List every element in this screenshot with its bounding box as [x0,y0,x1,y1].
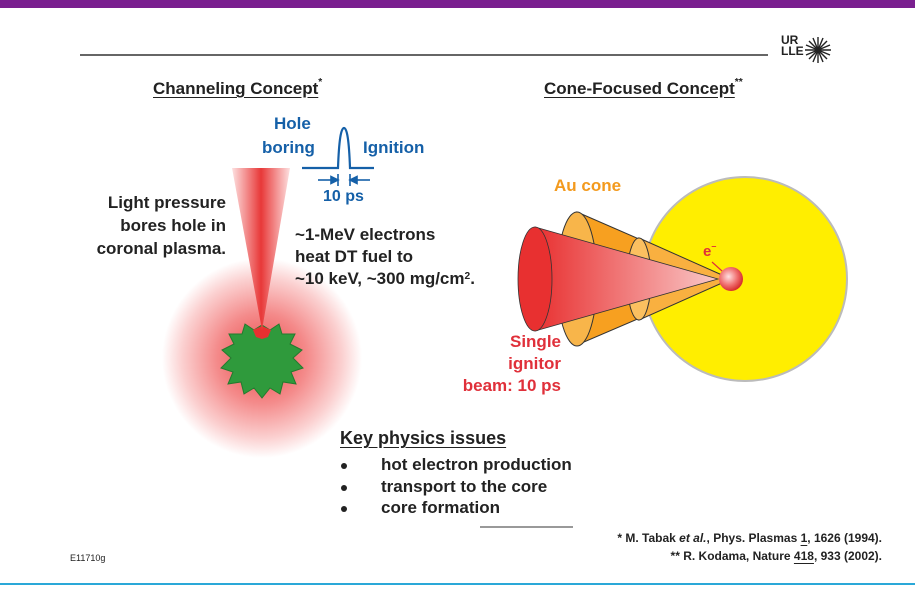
ref2-vol: 418 [793,549,814,563]
cone-heading-text: Cone-Focused Concept [544,79,735,98]
logo-line2: LLE [781,44,804,58]
channeling-beam [232,168,290,330]
light-pressure-line1: Light pressure [107,193,226,212]
electron-label: e– [703,241,717,260]
electrons-sup: 2 [464,271,471,282]
light-pressure-text: Light pressure bores hole in coronal pla… [72,191,226,260]
cone-heading-mark: ** [734,77,743,88]
issues-heading: Key physics issues [340,428,506,449]
beam-line3: beam: 10 ps [462,376,561,395]
electrons-line3-text: ~10 keV, ~300 mg/cm [295,269,465,288]
duration-label: 10 ps [323,188,364,205]
reference-2: ** R. Kodama, Nature 418, 933 (2002). [671,549,882,563]
channeling-heading: Channeling Concept* [153,77,323,99]
light-pressure-line3: coronal plasma. [96,239,226,258]
boring-label: boring [262,138,315,157]
light-pressure-line2: bores hole in [120,216,226,235]
ref1-etal: et al. [679,531,707,545]
ref2-mark: ** R. Kodama, Nature [670,549,794,563]
footer-line [0,583,915,585]
issue-bullets [341,463,347,512]
beam-line1: Single [509,332,561,351]
logo-text: UR LLE [781,33,804,58]
issue-item-2: transport to the core [381,477,548,496]
ref1-mark: * M. Tabak [617,531,680,545]
ref1-vol: 1 [800,531,808,545]
hot-spot [253,326,271,339]
ref1-mid: , Phys. Plasmas [706,531,801,545]
beam-line2: ignitor [508,354,561,373]
compressed-core [719,267,743,291]
electron-letter: e [703,243,712,260]
channeling-heading-text: Channeling Concept [153,79,319,98]
electrons-line3: ~10 keV, ~300 mg/cm2. [295,268,475,290]
channeling-heading-mark: * [318,77,323,88]
ref2-tail: , 933 (2002). [813,549,882,563]
electron-sup: – [711,241,717,251]
reference-1: * M. Tabak et al., Phys. Plasmas 1, 1626… [617,531,882,545]
electrons-line1: ~1-MeV electrons [295,225,436,244]
pulse-trace [302,126,374,170]
ignition-label: Ignition [363,138,425,157]
electrons-line2: heat DT fuel to [295,247,414,266]
cone-heading: Cone-Focused Concept** [544,77,743,99]
electron-pointer [711,261,723,272]
header-bar [0,0,915,8]
issues-heading-text: Key physics issues [340,428,507,448]
issue-item-3: core formation [381,498,501,517]
beam-label: Single ignitor beam: 10 ps [447,331,561,397]
logo-line1: UR [781,33,799,47]
duration-arrows [318,174,370,186]
dt-fuel-core [220,323,304,399]
issue-item-1: hot electron production [381,455,572,474]
electrons-text: ~1-MeV electrons heat DT fuel to ~10 keV… [295,224,475,290]
logo-starburst-icon [805,37,831,63]
hole-label: Hole [274,114,311,133]
au-cone-label: Au cone [554,176,622,195]
ref1-tail: , 1626 (1994). [807,531,882,545]
figure-code: E11710g [70,553,106,563]
electrons-end: . [470,269,475,288]
